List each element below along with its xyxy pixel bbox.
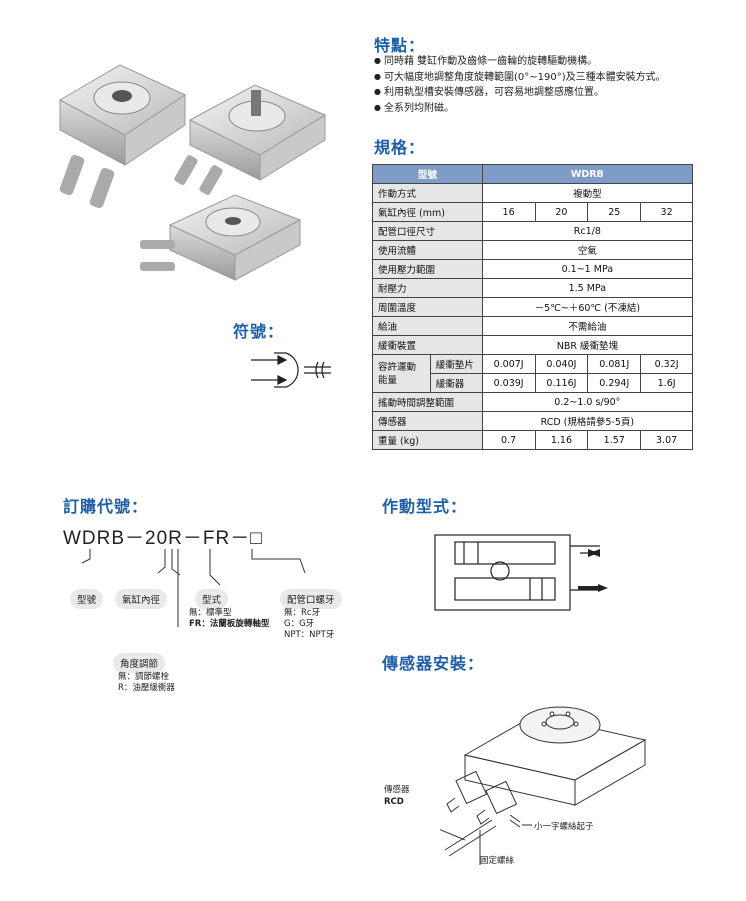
row-label: 搖動時間調整範圍 xyxy=(372,392,483,412)
row-label: 作動方式 xyxy=(372,183,483,203)
row-value: 0.294J xyxy=(587,373,642,393)
actuator-photo-1 xyxy=(58,64,187,209)
label-bore: 氣缸內徑 xyxy=(115,589,168,609)
feature-item: 利用軌型槽安裝傳感器，可容易地調整感應位置。 xyxy=(374,85,666,101)
row-value: 不需給油 xyxy=(481,316,694,336)
row-label: 周圍溫度 xyxy=(372,297,483,317)
port-option: G：G牙 xyxy=(284,619,315,629)
sensor-install-drawing xyxy=(440,706,647,865)
row-value: 25 xyxy=(587,202,642,222)
row-value: 0.2~1.0 s/90° xyxy=(481,392,694,412)
row-label: 使用流體 xyxy=(372,240,483,260)
label-type: 型式 xyxy=(195,589,229,609)
feature-item: 可大幅度地調整角度旋轉範圍(0°~190°)及三種本體安裝方式。 xyxy=(374,70,666,86)
row-value: 1.6J xyxy=(640,373,693,393)
spec-header-model: 型號 xyxy=(372,164,483,184)
row-label: 容許運動能量 xyxy=(372,354,431,393)
row-value: Rc1/8 xyxy=(481,221,694,241)
row-value: 0.7 xyxy=(481,430,536,450)
row-value: 16 xyxy=(481,202,536,222)
row-value: 1.5 MPa xyxy=(481,278,694,298)
type-option: 無：標準型 xyxy=(189,608,232,618)
row-value: 0.081J xyxy=(587,354,642,374)
rotary-actuator-symbol xyxy=(251,352,331,388)
angle-options: 無：調節螺栓 R：油壓緩衝器 xyxy=(118,672,175,694)
feature-item: 全系列均附磁。 xyxy=(374,101,666,117)
label-port: 配管口螺牙 xyxy=(280,589,342,609)
label-angle: 角度調節 xyxy=(113,653,166,673)
order-connector-lines xyxy=(81,549,306,627)
row-sublabel: 緩衝器 xyxy=(429,373,483,393)
features-list: 同時藉 雙缸作動及齒條一齒輪的旋轉驅動機構。 可大幅度地調整角度旋轉範圍(0°~… xyxy=(374,54,666,116)
row-value: RCD (規格請參5-5頁) xyxy=(481,411,694,431)
row-value: 0.039J xyxy=(481,373,536,393)
row-value: 3.07 xyxy=(640,430,693,450)
row-label: 氣缸內徑 (mm) xyxy=(372,202,483,222)
angle-option: R：油壓緩衝器 xyxy=(118,683,175,693)
row-value: 0.007J xyxy=(481,354,536,374)
callout-screw: 固定螺絲 xyxy=(480,856,515,866)
row-value: －5℃~＋60℃ (不凍結) xyxy=(481,297,694,317)
row-value: 複動型 xyxy=(481,183,694,203)
type-option: FR：法蘭板旋轉軸型 xyxy=(189,619,270,629)
label-model: 型號 xyxy=(70,589,104,609)
feature-item: 同時藉 雙缸作動及齒條一齒輪的旋轉驅動機構。 xyxy=(374,54,666,70)
actuator-photo-2 xyxy=(174,84,327,195)
port-option: NPT：NPT牙 xyxy=(284,630,335,640)
port-options: 無：Rc牙 G：G牙 NPT：NPT牙 xyxy=(284,608,334,641)
row-label: 重量 (kg) xyxy=(372,430,483,450)
action-type-title: 作動型式： xyxy=(382,497,468,516)
row-label: 給油 xyxy=(372,316,483,336)
row-value: 0.1~1 MPa xyxy=(481,259,694,279)
order-code: WDRB－20R－FR－□ xyxy=(63,528,263,549)
row-label: 緩衝裝置 xyxy=(372,335,483,355)
callout-screwdriver: 小一字螺絲起子 xyxy=(534,822,594,832)
angle-option: 無：調節螺栓 xyxy=(118,672,170,682)
row-sublabel: 緩衝墊片 xyxy=(429,354,483,374)
row-label: 耐壓力 xyxy=(372,278,483,298)
row-value: 0.116J xyxy=(534,373,589,393)
type-options: 無：標準型 FR：法蘭板旋轉軸型 xyxy=(189,608,269,630)
sensor-install-title: 傳感器安裝： xyxy=(382,654,485,673)
actuator-photo-3 xyxy=(140,194,302,281)
row-label: 使用壓力範圍 xyxy=(372,259,483,279)
row-value: 1.16 xyxy=(534,430,589,450)
callout-rcd: RCD xyxy=(384,797,404,807)
spec-title: 規格： xyxy=(374,138,426,157)
row-value: 32 xyxy=(640,202,693,222)
row-value: NBR 緩衝墊塊 xyxy=(481,335,694,355)
spec-header-series: WDRB xyxy=(481,164,694,184)
row-label: 傳感器 xyxy=(372,411,483,431)
product-photo-illustration xyxy=(58,64,327,281)
row-value: 1.57 xyxy=(587,430,642,450)
callout-sensor: 傳感器 xyxy=(384,785,410,795)
action-type-diagram xyxy=(434,534,608,611)
row-value: 空氣 xyxy=(481,240,694,260)
spec-table: 型號 WDRB 作動方式複動型 氣缸內徑 (mm) 16 20 25 32 配管… xyxy=(372,164,694,450)
symbol-title: 符號： xyxy=(233,322,285,341)
port-option: 無：Rc牙 xyxy=(284,608,321,618)
order-title: 訂購代號： xyxy=(63,497,149,516)
features-title: 特點： xyxy=(374,36,426,55)
row-value: 20 xyxy=(534,202,589,222)
row-value: 0.32J xyxy=(640,354,693,374)
row-label: 配管口徑尺寸 xyxy=(372,221,483,241)
row-value: 0.040J xyxy=(534,354,589,374)
